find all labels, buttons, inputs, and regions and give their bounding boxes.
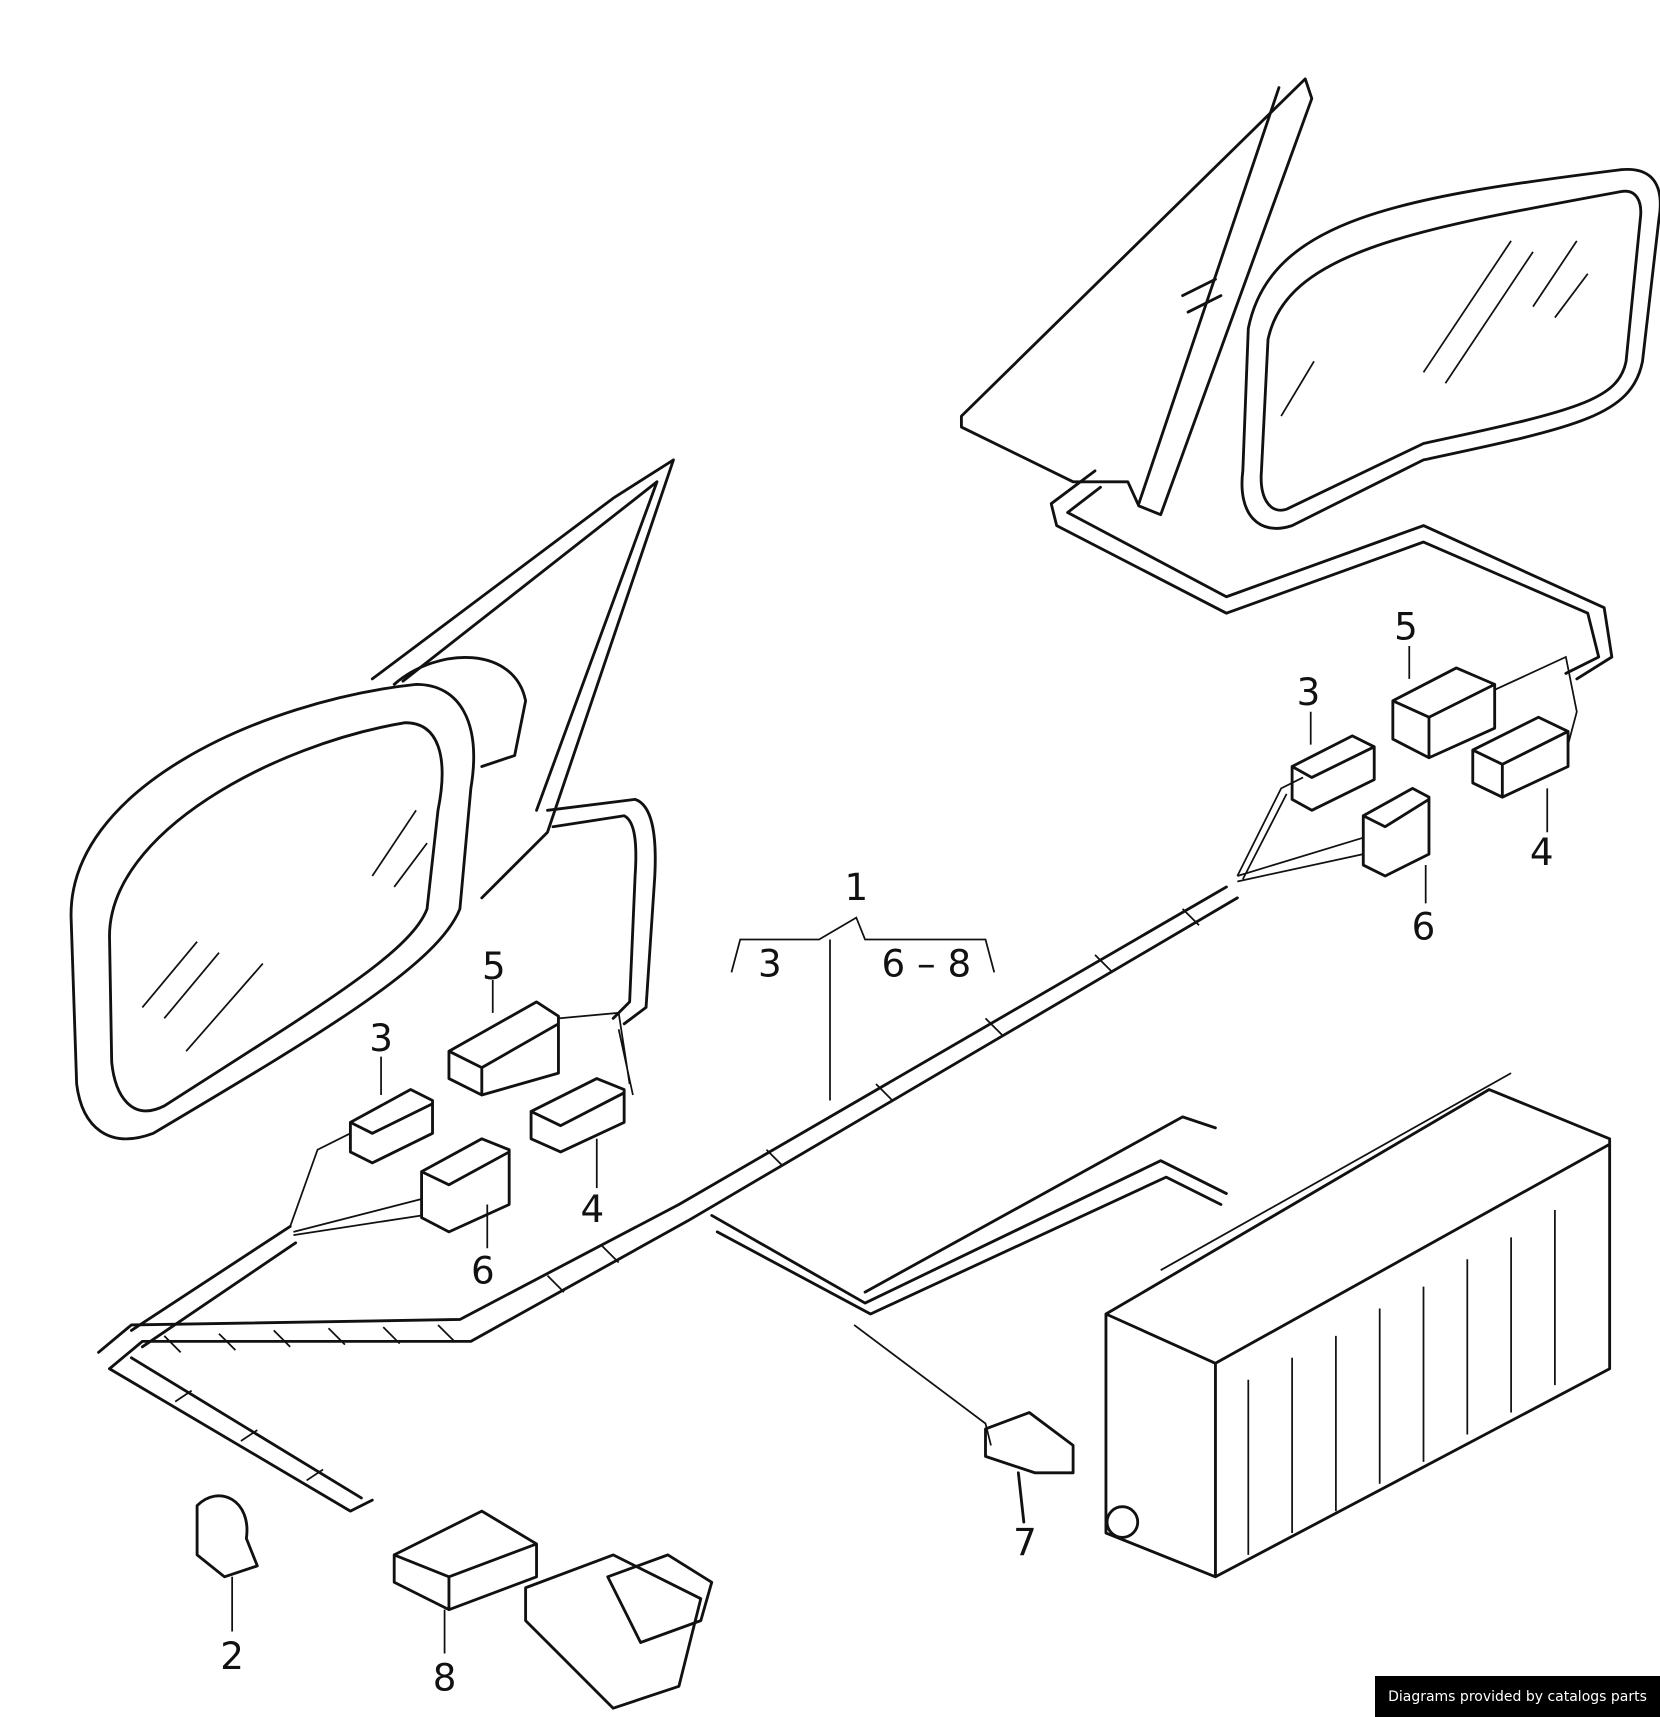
callout-left-5: 5	[482, 944, 506, 988]
callout-8: 8	[433, 1656, 457, 1700]
footer-credit: Diagrams provided by catalogs parts	[1375, 1676, 1660, 1717]
callout-left-6: 6	[471, 1248, 495, 1292]
callout-right-5: 5	[1394, 604, 1418, 648]
left-mirror	[69, 458, 675, 1141]
callout-right-4: 4	[1530, 830, 1554, 874]
callout-labels: 1 3 6 – 8 5 3 4 6 5 3 4 6 7 2 8	[220, 604, 1553, 1699]
main-harness	[97, 885, 1239, 1524]
callout-3-group: 3	[758, 942, 782, 986]
right-mirror	[959, 77, 1660, 681]
other-parts	[195, 1072, 1612, 1710]
left-connectors	[289, 1000, 634, 1237]
callout-1: 1	[844, 865, 868, 909]
callout-2: 2	[220, 1634, 244, 1678]
callout-6-8-group: 6 – 8	[882, 942, 972, 986]
callout-right-6: 6	[1412, 905, 1436, 949]
callout-right-3: 3	[1297, 670, 1321, 714]
callout-7: 7	[1013, 1520, 1037, 1564]
right-connectors	[1236, 655, 1578, 883]
callout-left-4: 4	[581, 1187, 605, 1231]
callout-left-3: 3	[369, 1016, 393, 1060]
